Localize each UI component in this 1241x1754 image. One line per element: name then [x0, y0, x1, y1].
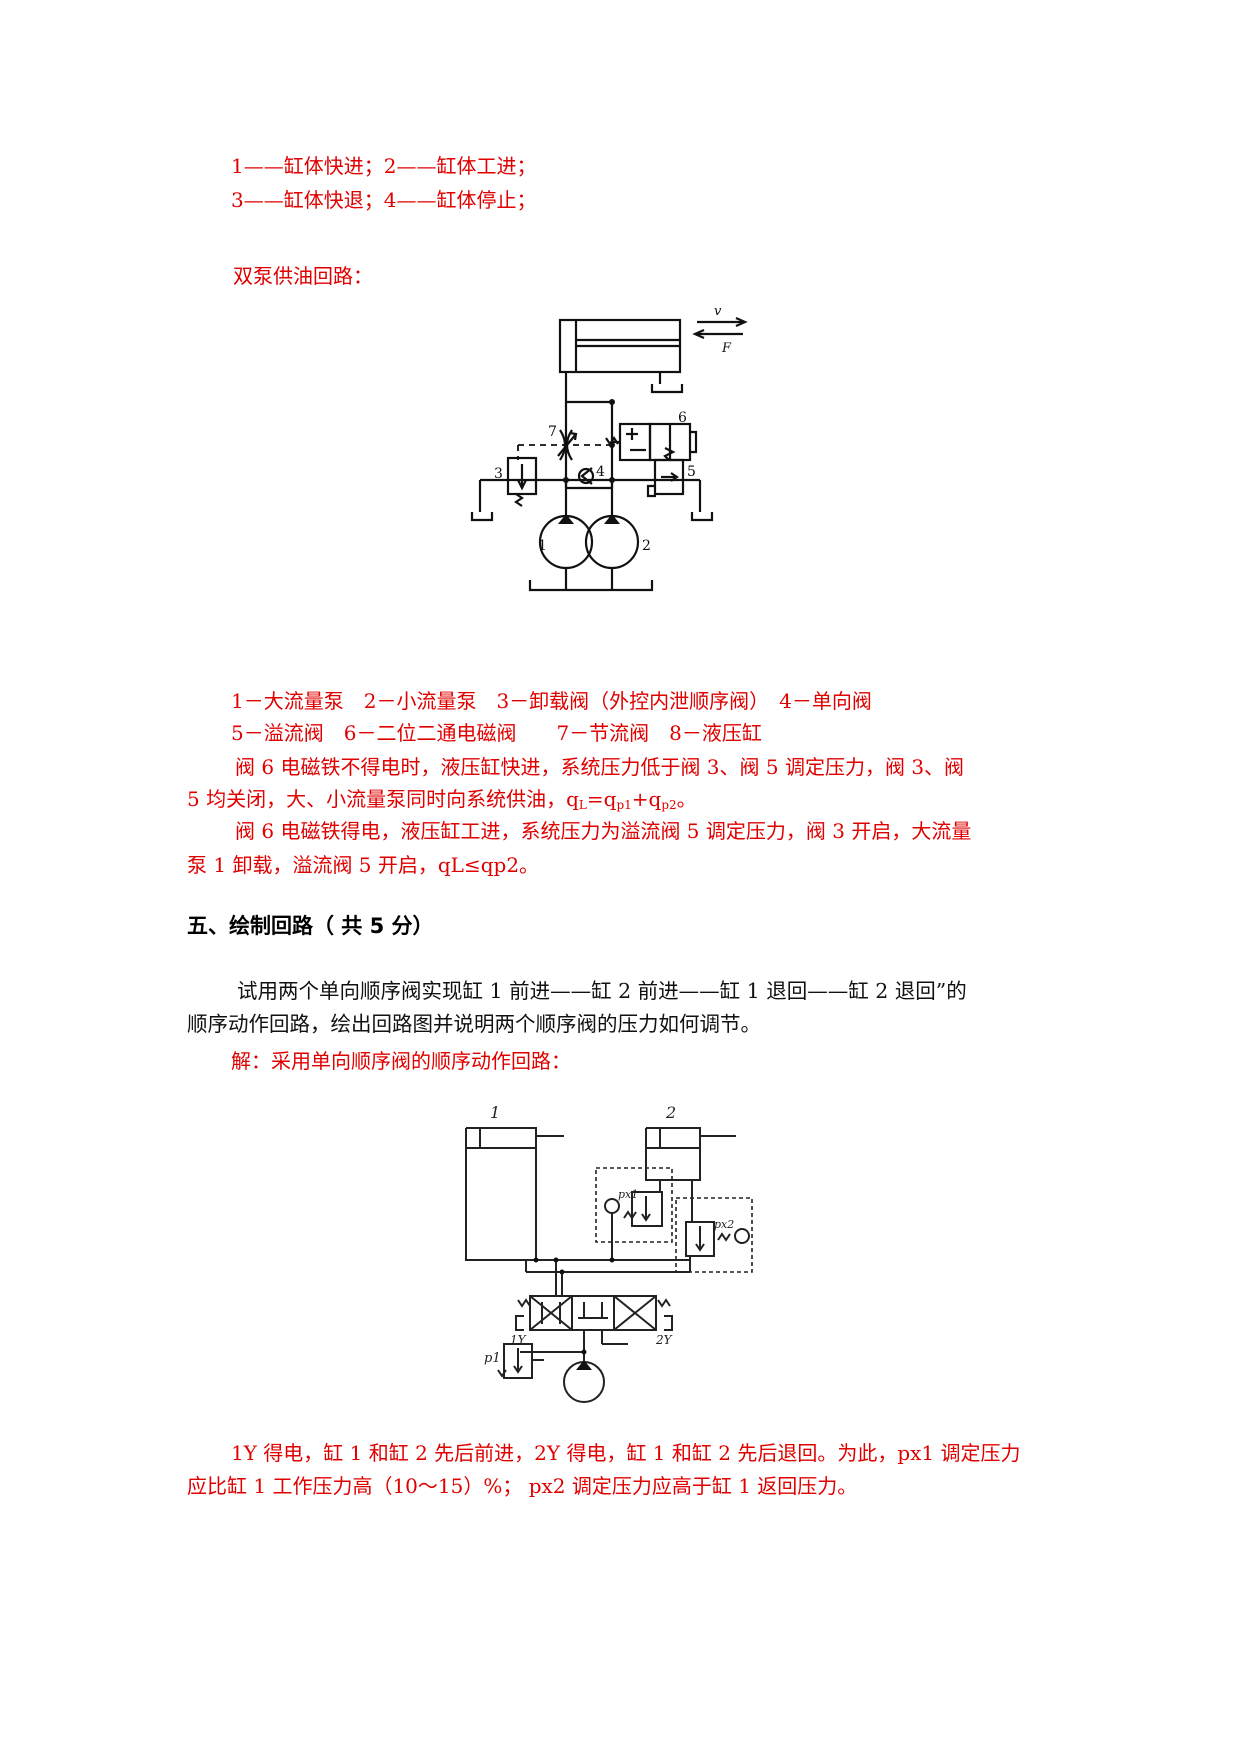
label-1: 1	[538, 538, 547, 554]
label-3: 3	[494, 466, 503, 482]
label-7: 7	[548, 424, 557, 440]
dual-pump-para1-line1: 阀 6 电磁铁不得电时，液压缸快进，系统压力低于阀 3、阀 5 调定压力，阀 3…	[235, 755, 965, 779]
answer-line1: 1Y 得电，缸 1 和缸 2 先后前进，2Y 得电，缸 1 和缸 2 先后退回。…	[231, 1441, 1021, 1465]
solution-intro: 解：采用单向顺序阀的顺序动作回路：	[231, 1049, 571, 1073]
label-cyl-1: 1	[490, 1103, 500, 1122]
label-v: v	[714, 304, 722, 319]
dual-pump-para2-line1: 阀 6 电磁铁得电，液压缸工进，系统压力为溢流阀 5 调定压力，阀 3 开启，大…	[235, 819, 972, 843]
label-px1: px1	[618, 1188, 638, 1201]
label-5: 5	[687, 464, 696, 480]
question-line1: 试用两个单向顺序阀实现缸 1 前进——缸 2 前进——缸 1 退回——缸 2 退…	[237, 979, 967, 1003]
dual-pump-para2-line2: 泵 1 卸载，溢流阀 5 开启，qL≤qp2。	[187, 853, 540, 877]
label-p1: p1	[484, 1351, 501, 1366]
dual-pump-legend-2: 5－溢流阀 6－二位二通电磁阀 7－节流阀 8－液压缸	[231, 721, 762, 745]
label-px2: px2	[714, 1218, 734, 1231]
section-5-heading: 五、绘制回路（ 共 5 分）	[187, 914, 434, 938]
dual-pump-legend-1: 1－大流量泵 2－小流量泵 3－卸载阀（外控内泄顺序阀） 4－单向阀	[231, 689, 872, 713]
label-2: 2	[642, 538, 651, 554]
dual-pump-title: 双泵供油回路：	[233, 264, 373, 288]
line-cylinder-return-stop: 3——缸体快退；4——缸体停止；	[231, 188, 537, 212]
label-F: F	[721, 341, 732, 356]
label-4: 4	[596, 464, 605, 480]
answer-line2: 应比缸 1 工作压力高（10～15）%； px2 调定压力应高于缸 1 返回压力…	[187, 1474, 858, 1498]
sequence-circuit-diagram: 1 2 px1 px2 1Y 2Y p1	[465, 1103, 753, 1403]
label-6: 6	[678, 410, 687, 426]
dual-pump-circuit-diagram: v F 1 2 3 4 5 6 7	[470, 304, 748, 592]
line-cylinder-fast-work: 1——缸体快进；2——缸体工进；	[231, 154, 537, 178]
para1-text: 5 均关闭，大、小流量泵同时向系统供油，	[187, 787, 567, 811]
dual-pump-para1-line2: 5 均关闭，大、小流量泵同时向系统供油，qL=qp1+qp2。	[187, 786, 697, 818]
label-2Y: 2Y	[655, 1333, 673, 1347]
flow-formula: qL=qp1+qp2。	[566, 787, 697, 812]
label-cyl-2: 2	[665, 1103, 676, 1122]
question-line2: 顺序动作回路，绘出回路图并说明两个顺序阀的压力如何调节。	[187, 1012, 761, 1036]
label-1Y: 1Y	[510, 1333, 527, 1347]
